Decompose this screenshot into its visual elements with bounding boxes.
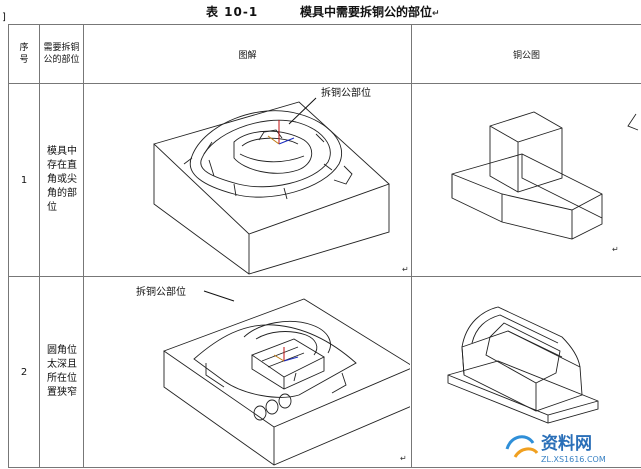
watermark-site: ZL.XS1616.COM [541,455,606,464]
row-description: 圆角位太深且所在位置狭窄 [40,277,84,468]
row-description: 模具中存在直角或尖角的部位 [40,84,84,277]
illustration-cell: 拆铜公部位 ↵ [84,277,412,468]
para-mark: ↵ [400,454,407,463]
row-serial: 1 [9,84,40,277]
left-margin-mark: ] [2,12,6,23]
electrode-cell: 资料网 ZL.XS1616.COM [412,277,641,468]
electrode-cell: ↵ [412,84,641,277]
illustration-cell: 拆铜公部位 ↵ [84,84,412,277]
para-mark: ↵ [402,265,409,274]
callout-label-2: 拆铜公部位 [136,285,186,298]
header-serial: 序号 [9,25,40,84]
electrode-drawing-1: ↵ [412,84,640,276]
table-row: 2 圆角位太深且所在位置狭窄 [9,277,641,468]
table-row: 1 模具中存在直角或尖角的部位 [9,84,641,277]
table-number: 表 10-1 [206,3,258,20]
header-row: 序号 需要拆铜公的部位 图解 铜公图 [9,25,641,84]
callout-label-1: 拆铜公部位 [321,86,371,99]
mold-illustration-1: 拆铜公部位 ↵ [84,84,410,276]
header-electrode: 铜公图 [412,25,641,84]
table-title: 模具中需要拆铜公的部位↵ [300,3,440,20]
watermark: 资料网 ZL.XS1616.COM [501,427,635,465]
watermark-logo: 资料网 ZL.XS1616.COM [501,427,635,465]
header-location: 需要拆铜公的部位 [40,25,84,84]
para-mark: ↵ [612,245,619,254]
table-caption: ] 表 10-1 模具中需要拆铜公的部位↵ [0,0,641,22]
electrode-table: 序号 需要拆铜公的部位 图解 铜公图 1 模具中存在直角或尖角的部位 [8,24,641,468]
header-illustration: 图解 [84,25,412,84]
watermark-name: 资料网 [541,433,592,454]
row-serial: 2 [9,277,40,468]
mold-illustration-2: 拆铜公部位 ↵ [84,277,410,469]
